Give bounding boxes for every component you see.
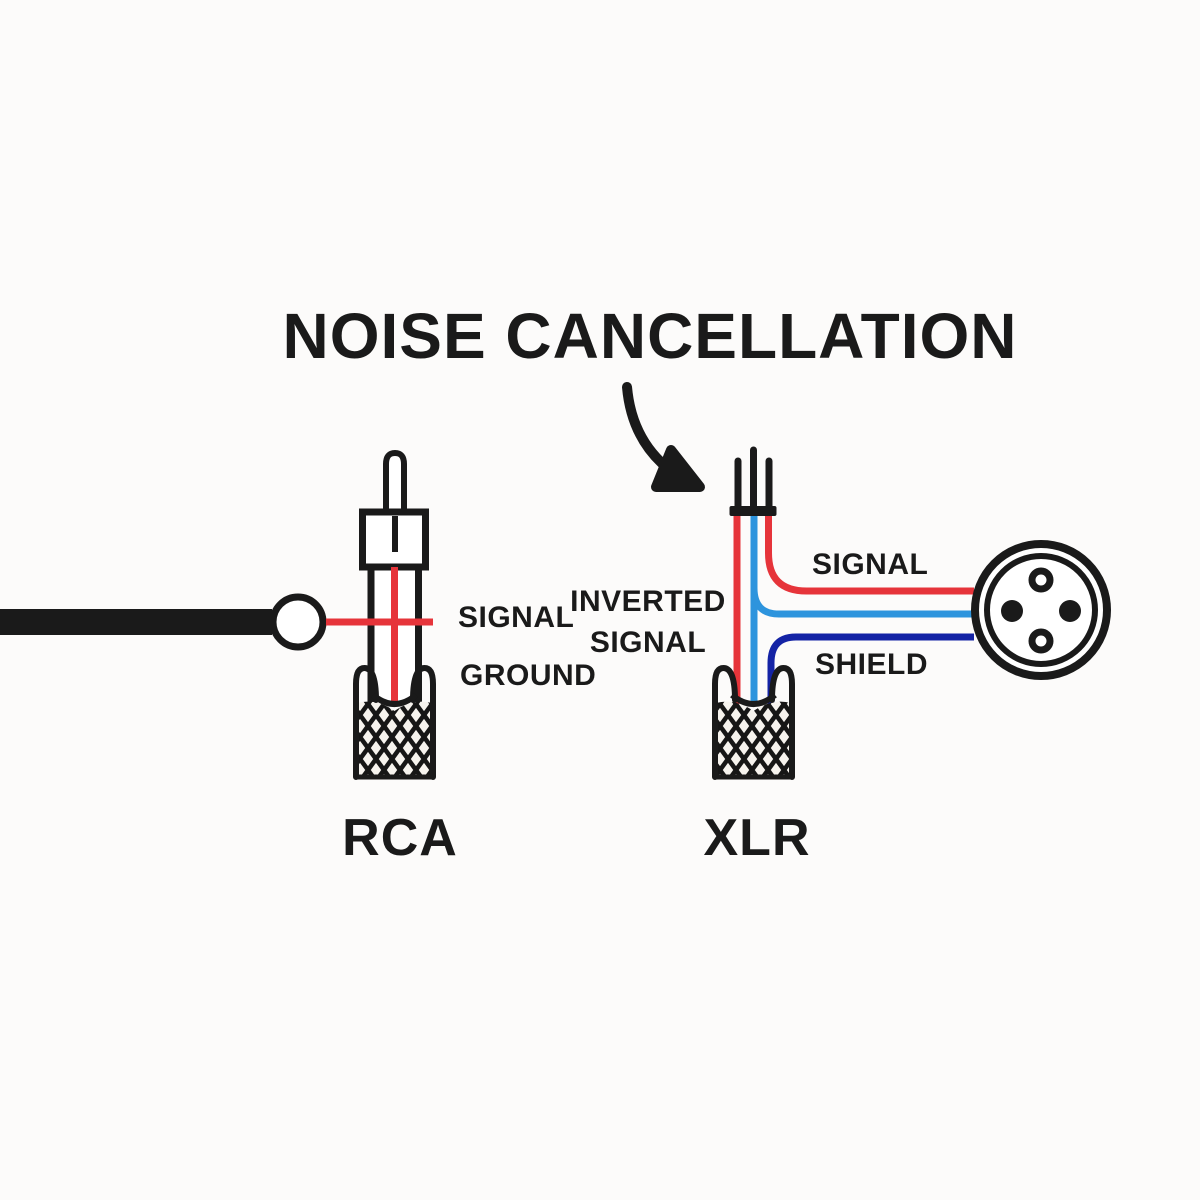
xlr-braid-shield [712, 664, 795, 780]
xlr-plug-pin-right [1059, 600, 1081, 622]
source-cable [0, 593, 327, 651]
xlr-wire-pins [729, 446, 777, 516]
rca-braid-opening-arc [371, 692, 418, 707]
rca-center-pin [383, 449, 407, 516]
xlr-shield-label: SHIELD [815, 648, 929, 681]
xlr-plug-pin-top [1028, 567, 1054, 593]
xlr-plug-face [971, 540, 1111, 680]
rca-braid-left-rim [353, 664, 379, 780]
rca-ground-label: GROUND [460, 659, 597, 692]
curved-arrow [622, 382, 705, 492]
xlr-caption: XLR [703, 809, 811, 867]
xlr-plug-outer-ring [971, 540, 1111, 680]
xlr-shield-wire [767, 633, 974, 704]
audio-cable-line [0, 609, 272, 635]
xlr-braid-opening-arc [730, 692, 777, 707]
xlr-braid-left-rim [712, 664, 738, 780]
xlr-connector-bar [729, 506, 777, 516]
rca-braid-right-rim [410, 664, 436, 780]
xlr-plug-pin-bottom [1028, 628, 1054, 654]
xlr-signal-wire [765, 516, 974, 595]
xlr-signal-label: SIGNAL [812, 548, 929, 581]
rca-caption: RCA [342, 809, 458, 867]
xlr-cable-diagram [712, 446, 974, 780]
rca-connector-diagram [326, 449, 436, 780]
xlr-plug-inner-ring [984, 553, 1098, 667]
xlr-braid-mesh [716, 701, 791, 776]
xlr-braid-right-rim [769, 664, 795, 780]
xlr-inverted-signal-wire [750, 587, 974, 618]
rca-braid-shield [353, 664, 436, 780]
xlr-plug-pin-left [1001, 600, 1023, 622]
cable-end-circle [269, 593, 327, 651]
page-title: NOISE CANCELLATION [282, 300, 1018, 372]
rca-braid-mesh [357, 701, 432, 776]
rca-signal-label: SIGNAL [458, 601, 575, 634]
xlr-inverted-signal-label: INVERTED SIGNAL [570, 585, 726, 659]
curved-arrow-head [651, 445, 705, 492]
